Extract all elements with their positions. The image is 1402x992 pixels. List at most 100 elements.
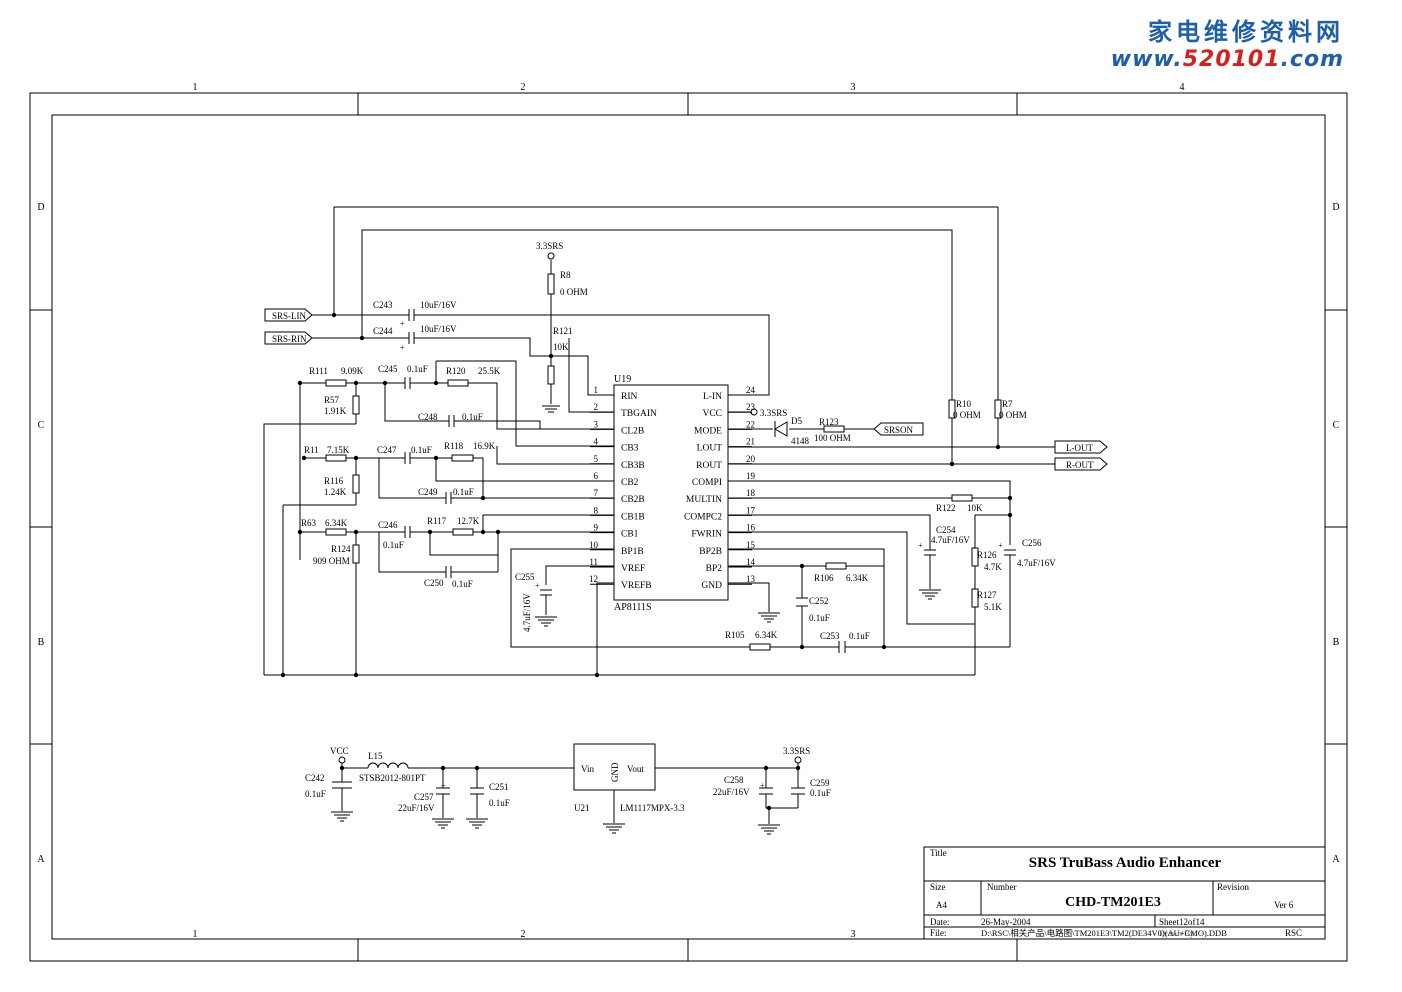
u19-right-pins: 24L-IN23VCC22MODE21LOUT20ROUT19COMPI18MU… (684, 385, 756, 591)
power-33srs-reg (794, 756, 802, 764)
u19-pin-name: RIN (621, 392, 638, 402)
port-srs-rin-label: SRS-RIN (272, 334, 307, 344)
c253-value: 0.1uF (849, 631, 870, 641)
c254-value: 4.7uF/16V (931, 535, 970, 545)
u19-left-pins: 1RIN2TBGAIN3CL2B4CB35CB3B6CB27CB2B8CB1B9… (589, 385, 657, 591)
sheet-value: Sheet12of14 (1159, 917, 1205, 927)
r122-ref: R122 (936, 503, 956, 513)
u19-pin-name: MULTIN (686, 495, 722, 505)
c246-value: 0.1uF (383, 540, 404, 550)
r63-value: 6.34K (325, 518, 348, 528)
r120-value: 25.5K (478, 366, 501, 376)
r124-ref: R124 (331, 544, 351, 554)
watermark: 家电维修资料网 www.520101.com (1111, 12, 1344, 72)
c255-value: 4.7uF/16V (522, 593, 532, 632)
u19-pin-number: 11 (589, 557, 598, 567)
title-label: Title (930, 848, 947, 858)
u21-ref: U21 (574, 803, 590, 813)
c249-value: 0.1uF (453, 487, 474, 497)
size-label: Size (930, 882, 946, 892)
r117-ref: R117 (427, 516, 447, 526)
resistor-r105 (749, 643, 771, 651)
resistor-r116 (352, 474, 360, 494)
resistor-r8 (547, 273, 555, 295)
r118-value: 16.9K (473, 441, 496, 451)
u19-pin-number: 21 (746, 437, 755, 447)
c242-value: 0.1uF (305, 789, 326, 799)
u19-pin-number: 5 (594, 454, 599, 464)
c254-plus: + (918, 541, 923, 550)
u19-pin-name: COMPI (692, 478, 722, 488)
c242-ref: C242 (305, 773, 325, 783)
u19-pin-number: 2 (594, 402, 599, 412)
c247-ref: C247 (377, 445, 397, 455)
u19-part: AP8111S (614, 602, 652, 613)
r124-value: 909 OHM (313, 556, 350, 566)
col-1-bottom: 1 (193, 929, 198, 940)
u19-pin-name: ROUT (696, 461, 722, 471)
drawing-frame: 1 2 3 4 1 2 3 D C B A D C B A (29, 82, 1348, 962)
c254-ref: C254 (936, 525, 956, 535)
row-d-left: D (37, 202, 44, 213)
row-c-right: C (1333, 420, 1340, 431)
c259-value: 0.1uF (810, 788, 831, 798)
u19-pin-number: 19 (746, 471, 756, 481)
resistor-r122 (951, 494, 973, 502)
c246-ref: C246 (378, 520, 398, 530)
u19-pin-name: BP2 (706, 564, 723, 574)
r127-ref: R127 (977, 590, 997, 600)
c243-plus: + (400, 319, 405, 328)
r105-value: 6.34K (755, 630, 778, 640)
r122-value: 10K (967, 503, 983, 513)
r8-value: 0 OHM (560, 287, 588, 297)
r105-ref: R105 (725, 630, 745, 640)
port-r-out-label: R-OUT (1066, 460, 1094, 470)
u19-pin-number: 17 (746, 505, 756, 515)
ground-symbol (757, 824, 781, 835)
r111-ref: R111 (309, 366, 328, 376)
u19-pin-name: CB2 (621, 478, 639, 488)
resistor-r10 (948, 399, 956, 419)
u19-pin-name: BP2B (699, 547, 722, 557)
port-r-out (1054, 457, 1108, 471)
file-label: File: (930, 928, 947, 938)
u19-pin-name: VREFB (621, 581, 652, 591)
watermark-url-red: 520101 (1182, 47, 1281, 72)
c253-ref: C253 (820, 631, 840, 641)
col-3-top: 3 (851, 82, 856, 93)
r126-value: 4.7K (984, 562, 1002, 572)
u19-pin-number: 10 (589, 540, 599, 550)
c248-ref: C248 (418, 412, 438, 422)
power-33srs-top (547, 252, 555, 260)
u19-pin-name: COMPC2 (684, 512, 722, 522)
r7-ref: R7 (1002, 399, 1013, 409)
resistor-r124 (352, 544, 360, 564)
resistor-r121 (547, 365, 555, 385)
c250-value: 0.1uF (452, 579, 473, 589)
port-l-out (1054, 440, 1108, 454)
c251-ref: C251 (489, 782, 509, 792)
u19-pin-number: 4 (594, 437, 599, 447)
resistor-r63 (325, 528, 347, 536)
resistor-r127 (971, 588, 979, 608)
r106-ref: R106 (814, 573, 834, 583)
c257-ref: C257 (414, 792, 434, 802)
r121-value: 10K (553, 342, 569, 352)
port-srs-rin (264, 331, 313, 345)
u21-vin: Vin (581, 764, 594, 774)
c256-ref: C256 (1022, 538, 1042, 548)
r11-value: 7.15K (327, 445, 350, 455)
row-c-left: C (38, 420, 45, 431)
components: SRS-LIN SRS-RIN SRSON L-OUT R-OUT C243 1… (264, 241, 1108, 678)
u19-pin-number: 9 (594, 523, 599, 533)
resistor-r106 (825, 562, 847, 570)
u19-pin-number: 1 (594, 385, 599, 395)
u19-pin-name: VREF (621, 564, 645, 574)
c258-value: 22uF/16V (713, 787, 750, 797)
u19-pin-number: 7 (594, 488, 599, 498)
d5-value: 4148 (791, 436, 810, 446)
r57-ref: R57 (324, 395, 340, 405)
ground-symbol (541, 405, 561, 413)
c257-value: 22uF/16V (398, 803, 435, 813)
wires (263, 206, 1055, 676)
